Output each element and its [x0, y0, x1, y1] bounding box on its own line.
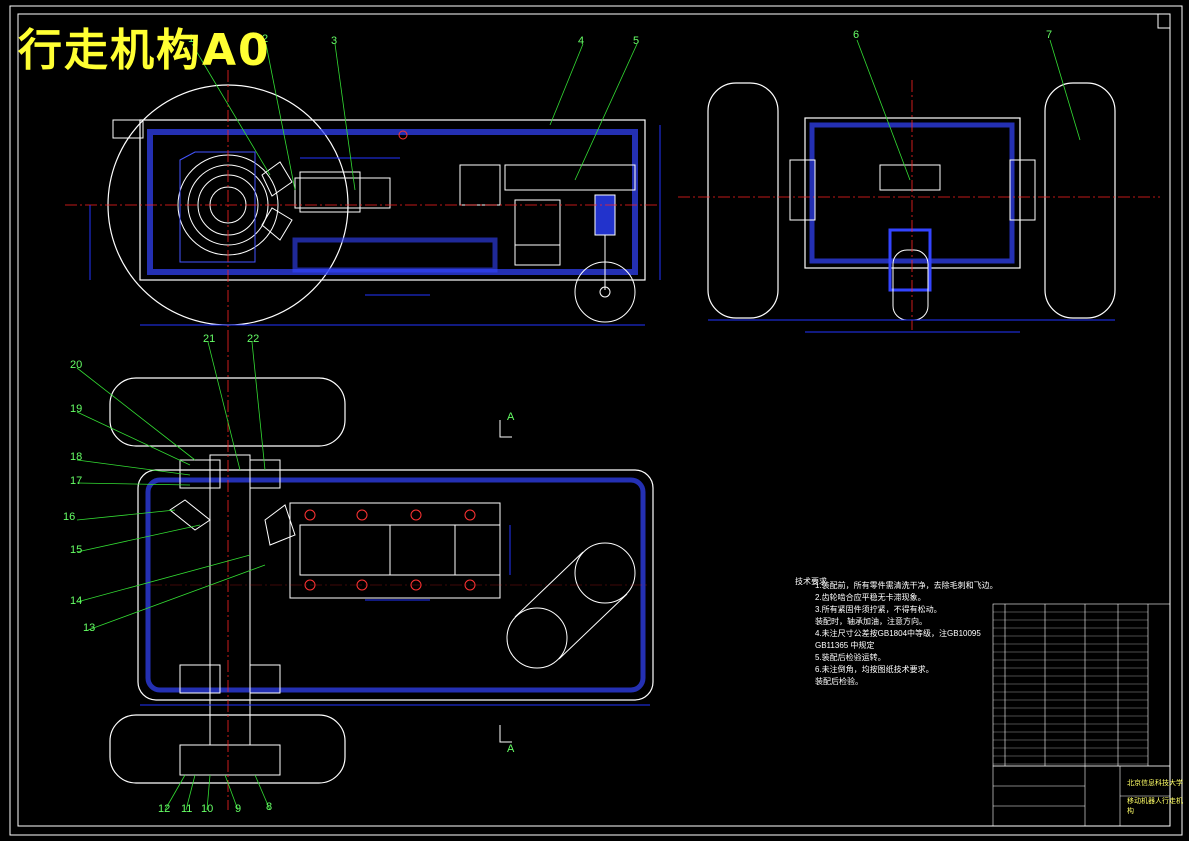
part-label: 14 [70, 595, 82, 607]
side-view [678, 80, 1160, 333]
part-label: 17 [70, 475, 82, 487]
part-label: 11 [181, 803, 192, 815]
note-line: 装配后检验。 [815, 677, 863, 686]
section-label-a-top: A [507, 411, 515, 423]
title-block-drawing-name: 移动机器人行走机构 [1127, 798, 1183, 815]
inner-frame [17, 13, 1171, 827]
part-label: 8 [266, 801, 272, 813]
part-label: 15 [70, 544, 82, 556]
part-label: 7 [1046, 29, 1052, 41]
part-label: 22 [247, 333, 259, 345]
notes-title: 技术要求 [795, 577, 827, 586]
section-label-a-bottom: A [507, 743, 515, 755]
part-label: 5 [633, 35, 639, 47]
upper-tire-top [109, 377, 346, 447]
part-label: 2 [262, 33, 268, 45]
chassis-inner-front [147, 129, 638, 275]
drawing-title: 行走机构A0 [18, 25, 271, 76]
top-view [109, 340, 654, 810]
caster-wheel-front [574, 261, 636, 323]
note-line: 装配时，轴承加油，注意方向。 [815, 617, 927, 626]
corner-mark [1157, 13, 1171, 29]
part-label: 16 [63, 511, 75, 523]
note-line: 1.装配前，所有零件需清洗干净，去除毛刺和飞边。 [815, 581, 998, 590]
outer-frame [9, 5, 1183, 836]
part-label: 13 [83, 622, 95, 634]
left-tire-side [707, 82, 779, 319]
part-label: 12 [158, 803, 170, 815]
part-label: 4 [578, 35, 584, 47]
note-line: 3.所有紧固件须拧紧，不得有松动。 [815, 605, 942, 614]
note-line: 4.未注尺寸公差按GB1804中等级，注GB10095 [815, 629, 981, 638]
part-label: 21 [203, 333, 215, 345]
part-label: 9 [235, 803, 241, 815]
parts-list-rows [993, 611, 1148, 765]
part-label: 3 [331, 35, 337, 47]
front-view [65, 70, 661, 340]
note-line: 2.齿轮啮合应平稳无卡滞现象。 [815, 593, 926, 602]
part-labels: 1 2 3 4 5 6 7 8 9 10 11 12 13 14 15 16 1… [63, 29, 1052, 815]
belt-pulley-small [574, 542, 636, 604]
lower-tire-top [109, 714, 346, 784]
part-label: 6 [853, 29, 859, 41]
title-block-school: 北京信息科技大学 [1127, 780, 1183, 787]
part-label: 19 [70, 403, 82, 415]
belt-pulley-large [506, 607, 568, 669]
part-label: 10 [201, 803, 213, 815]
chassis-side [804, 117, 1021, 269]
leader-lines [76, 39, 1081, 811]
parts-list [992, 603, 1171, 827]
note-line: 6.未注倒角，均按图纸技术要求。 [815, 665, 934, 674]
part-label: 20 [70, 359, 82, 371]
right-tire-side [1044, 82, 1116, 319]
part-label: 1 [188, 33, 194, 45]
chassis-front [139, 119, 646, 281]
technical-notes: 1.装配前，所有零件需清洗干净，去除毛刺和飞边。 2.齿轮啮合应平稳无卡滞现象。… [815, 580, 998, 688]
chassis-top [137, 469, 654, 701]
note-line: 5.装配后检验运转。 [815, 653, 886, 662]
note-line: GB11365 中规定 [815, 641, 875, 650]
part-label: 18 [70, 451, 82, 463]
